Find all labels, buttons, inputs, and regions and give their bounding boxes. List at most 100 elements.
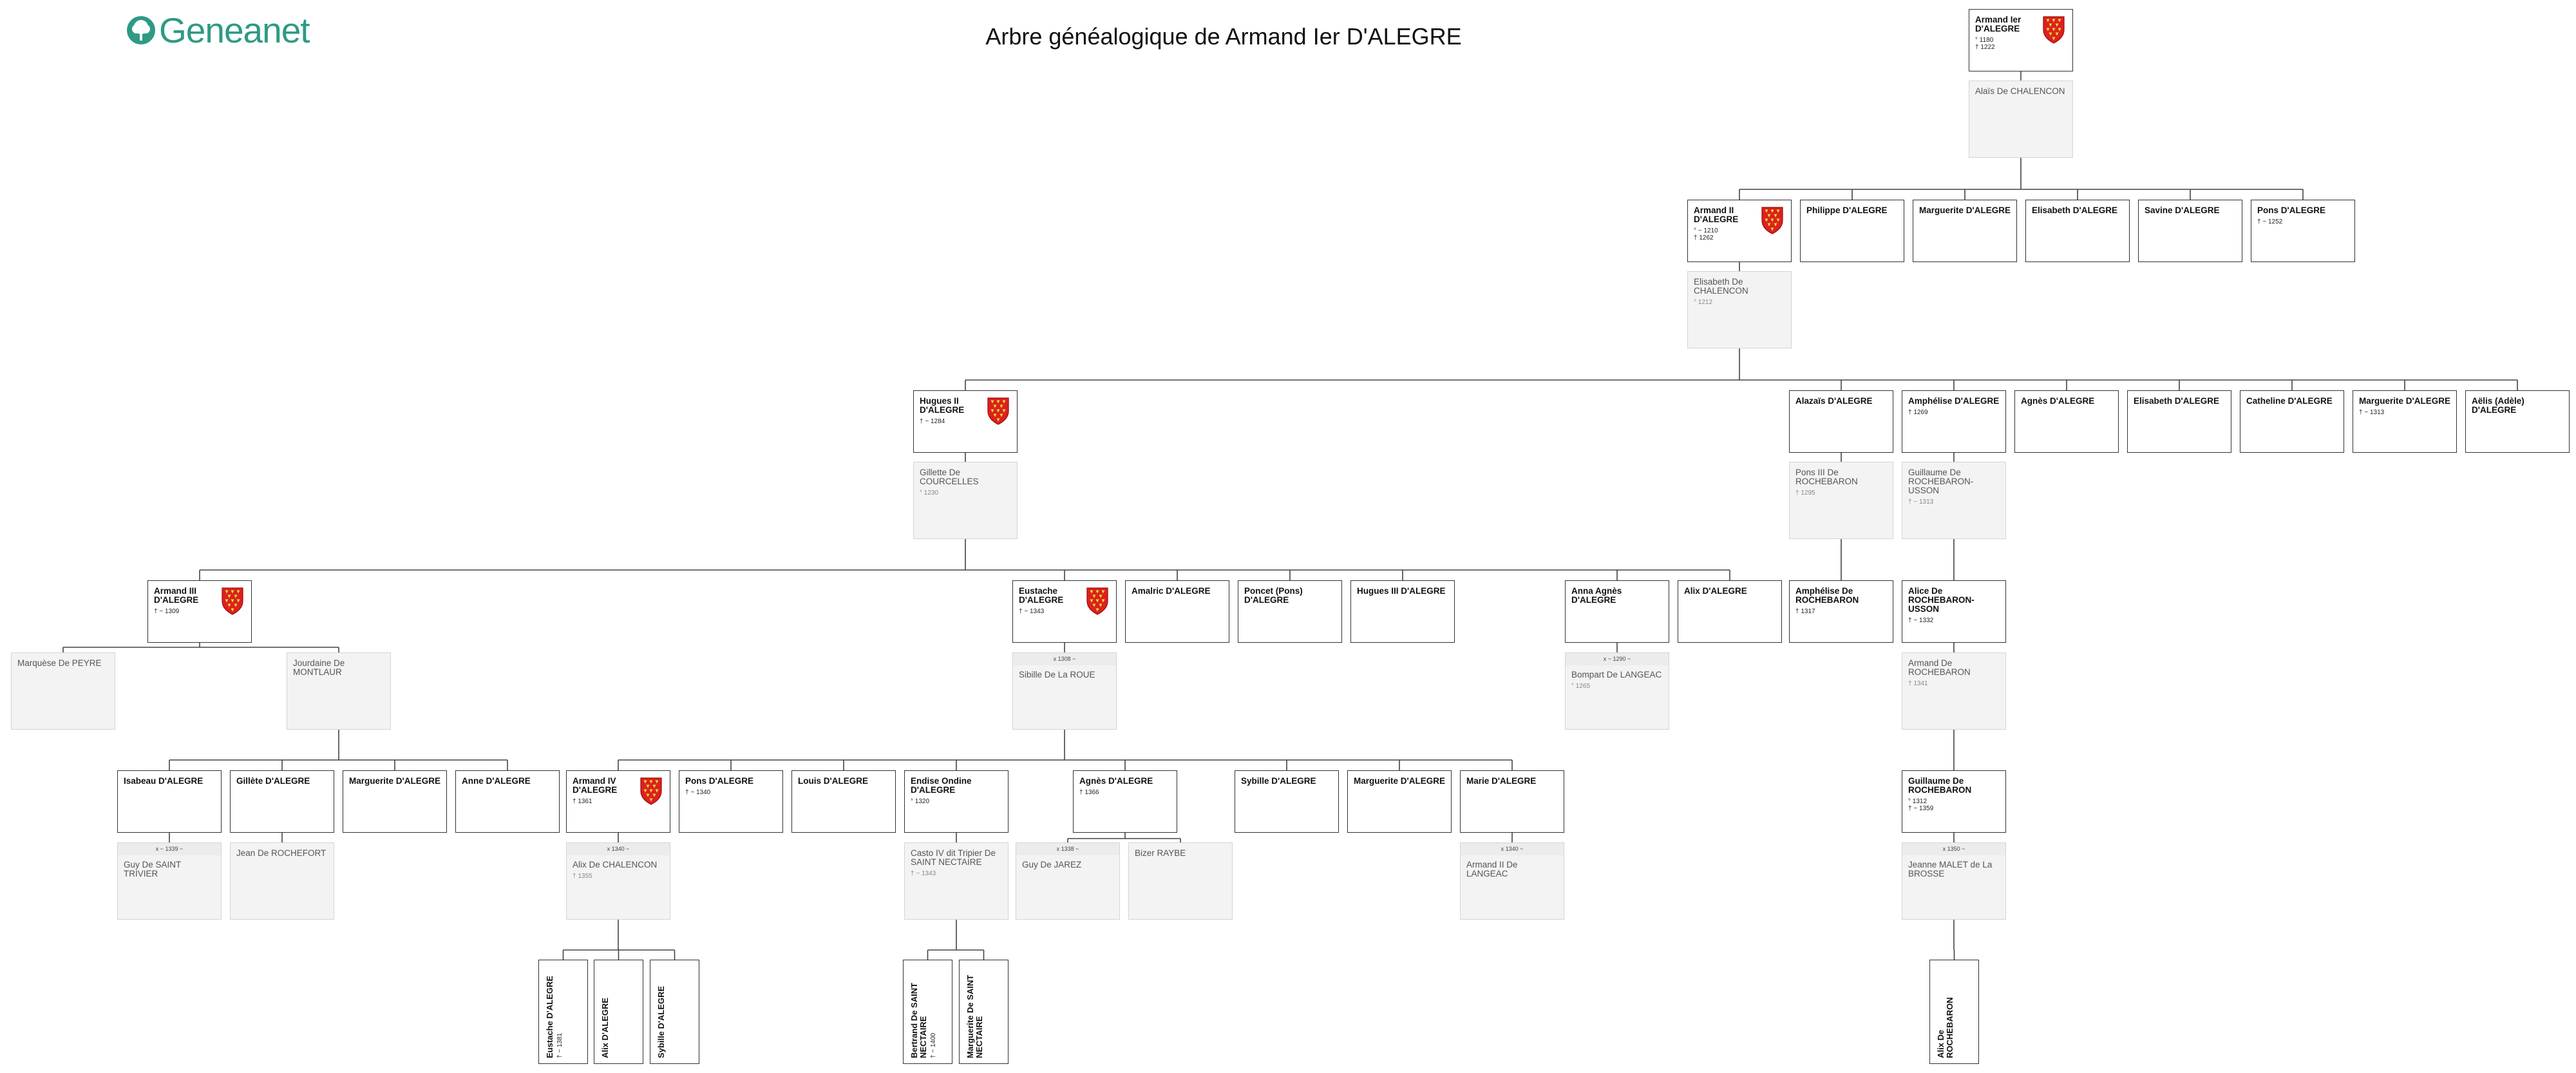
- grandchild-card[interactable]: Alix De ROCHEBARON: [1929, 960, 1979, 1064]
- date-line: † ~ 1359: [1908, 805, 1934, 812]
- person-card[interactable]: Philippe D'ALEGRE: [1800, 200, 1904, 262]
- spouse-card[interactable]: x 1340 ~Armand II De LANGEAC: [1460, 842, 1564, 920]
- spouse-card[interactable]: x 1308 ~Sibille De La ROUE: [1012, 652, 1117, 730]
- person-name: Marguerite D'ALEGRE: [1354, 776, 1445, 786]
- person-card[interactable]: Louis D'ALEGRE: [791, 770, 896, 833]
- person-name: Jeanne MALET de La BROSSE: [1908, 860, 1993, 878]
- spouse-card[interactable]: x 1338 ~Guy De JAREZ: [1016, 842, 1120, 920]
- person-name: Agnès D'ALEGRE: [2021, 396, 2095, 406]
- marriage-date: x ~ 1339 ~: [118, 843, 221, 855]
- person-card[interactable]: Marie D'ALEGRE: [1460, 770, 1564, 833]
- marriage-date: x 1350 ~: [1902, 843, 2005, 855]
- person-name: Isabeau D'ALEGRE: [124, 776, 204, 786]
- spouse-card[interactable]: Bizer RAYBE: [1128, 842, 1233, 920]
- person-dates: † 1269: [1908, 409, 2000, 416]
- person-card[interactable]: Poncet (Pons) D'ALEGRE: [1238, 580, 1342, 643]
- person-name: Marguerite De SAINT NECTAIRE: [965, 974, 984, 1058]
- spouse-card[interactable]: Alaïs De CHALENCON: [1969, 81, 2073, 158]
- date-line: † ~ 1313: [1908, 499, 1934, 506]
- person-card[interactable]: Eustache D'ALEGRE† ~ 1343: [1012, 580, 1117, 643]
- person-dates: † ~ 1332: [1908, 617, 2000, 624]
- spouse-card[interactable]: Marquèse De PEYRE: [11, 652, 115, 730]
- person-card[interactable]: Armand II D'ALEGRE° ~ 1210† 1262: [1687, 200, 1792, 262]
- spouse-card[interactable]: x ~ 1290 ~Bompart De LANGEAC° 1265: [1565, 652, 1669, 730]
- person-card[interactable]: Amphélise D'ALEGRE † 1269: [1902, 390, 2006, 453]
- person-name: Catheline D'ALEGRE: [2246, 396, 2333, 406]
- person-card[interactable]: Anna Agnès D'ALEGRE: [1565, 580, 1669, 643]
- coat-of-arms-icon: [1086, 587, 1108, 615]
- person-name: Armand De ROCHEBARON: [1908, 658, 1971, 677]
- person-card[interactable]: Hugues II D'ALEGRE† ~ 1284: [913, 390, 1018, 453]
- person-name: Sibille De La ROUE: [1019, 670, 1095, 679]
- person-card[interactable]: Alice De ROCHEBARON-USSON† ~ 1332: [1902, 580, 2006, 643]
- person-card[interactable]: Alazaïs D'ALEGRE: [1789, 390, 1893, 453]
- geneanet-logo[interactable]: Geneanet: [126, 8, 310, 53]
- person-card[interactable]: Alix D'ALEGRE: [1678, 580, 1782, 643]
- spouse-card[interactable]: Elisabeth De CHALENCON° 1212: [1687, 271, 1792, 348]
- person-card[interactable]: Guillaume De ROCHEBARON° 1312† ~ 1359: [1902, 770, 2006, 833]
- person-card[interactable]: Isabeau D'ALEGRE: [117, 770, 222, 833]
- grandchild-card[interactable]: Marguerite De SAINT NECTAIRE: [959, 960, 1009, 1064]
- person-name: Guy De SAINT TRIVIER: [124, 860, 182, 878]
- person-dates: ° 1180† 1222: [1975, 37, 2067, 51]
- person-name: Guy De JAREZ: [1022, 860, 1082, 869]
- person-card[interactable]: Hugues III D'ALEGRE: [1350, 580, 1455, 643]
- grandchild-card[interactable]: Sybille D'ALEGRE: [650, 960, 699, 1064]
- person-name: Sybille D'ALEGRE: [656, 985, 666, 1058]
- person-card[interactable]: Marguerite D'ALEGRE: [343, 770, 447, 833]
- person-card[interactable]: Elisabeth D'ALEGRE: [2127, 390, 2231, 453]
- person-card[interactable]: Sybille D'ALEGRE: [1235, 770, 1339, 833]
- person-card[interactable]: Amphélise De ROCHEBARON† 1317: [1789, 580, 1893, 643]
- spouse-card[interactable]: Guillaume De ROCHEBARON-USSON† ~ 1313: [1902, 462, 2006, 539]
- date-line: ° 1212: [1694, 299, 1713, 306]
- spouse-card[interactable]: Jourdaine De MONTLAUR: [287, 652, 391, 730]
- person-card[interactable]: Armand IV D'ALEGRE† 1361: [566, 770, 670, 833]
- person-card[interactable]: Agnès D'ALEGRE† 1366: [1073, 770, 1177, 833]
- person-card[interactable]: Armand III D'ALEGRE† ~ 1309: [147, 580, 252, 643]
- spouse-card[interactable]: x ~ 1339 ~ Guy De SAINT TRIVIER: [117, 842, 222, 920]
- person-name: Gillète D'ALEGRE: [236, 776, 310, 786]
- person-name: Amphélise D'ALEGRE: [1908, 396, 2000, 406]
- person-card[interactable]: Elisabeth D'ALEGRE: [2025, 200, 2130, 262]
- person-card[interactable]: Pons D'ALEGRE† ~ 1252: [2251, 200, 2355, 262]
- person-card[interactable]: Marguerite D'ALEGRE: [1347, 770, 1452, 833]
- person-name: Eustache D'ALEGRE: [545, 975, 554, 1058]
- person-name: Gillette De COURCELLES: [920, 468, 979, 486]
- person-dates: ° 1265: [1571, 683, 1663, 690]
- person-card[interactable]: Anne D'ALEGRE: [455, 770, 560, 833]
- spouse-card[interactable]: Casto IV dit Tripier De SAINT NECTAIRE† …: [904, 842, 1009, 920]
- person-name: Alix D'ALEGRE: [1684, 586, 1747, 596]
- person-card[interactable]: Endise Ondine D'ALEGRE° 1320: [904, 770, 1009, 833]
- date-line: † ~ 1313: [2359, 409, 2385, 416]
- person-card[interactable]: Aëlis (Adèle) D'ALEGRE: [2465, 390, 2570, 453]
- grandchild-card[interactable]: Eustache D'ALEGRE† ~ 1381: [538, 960, 588, 1064]
- spouse-card[interactable]: Armand De ROCHEBARON† 1341: [1902, 652, 2006, 730]
- spouse-card[interactable]: Gillette De COURCELLES° 1230: [913, 462, 1018, 539]
- person-dates: ° 1320: [911, 798, 1002, 805]
- person-card[interactable]: Savine D'ALEGRE: [2138, 200, 2242, 262]
- logo-text: Geneanet: [159, 10, 310, 50]
- date-line: † ~ 1332: [1908, 617, 1934, 624]
- person-card[interactable]: Marguerite D'ALEGRE † ~ 1313: [2353, 390, 2457, 453]
- spouse-card[interactable]: x 1340 ~Alix De CHALENCON† 1355: [566, 842, 670, 920]
- person-name: Marguerite D'ALEGRE: [2359, 396, 2450, 406]
- person-name: Pons D'ALEGRE: [685, 776, 753, 786]
- grandchild-card[interactable]: Alix D'ALEGRE: [594, 960, 643, 1064]
- person-card[interactable]: Armand Ier D'ALEGRE° 1180† 1222: [1969, 9, 2073, 71]
- date-line: ° 1180: [1975, 37, 1994, 44]
- person-card[interactable]: Catheline D'ALEGRE: [2240, 390, 2344, 453]
- person-card[interactable]: Agnès D'ALEGRE: [2014, 390, 2119, 453]
- person-card[interactable]: Amalric D'ALEGRE: [1125, 580, 1229, 643]
- person-dates: † ~ 1284: [920, 418, 1011, 425]
- person-card[interactable]: Gillète D'ALEGRE: [230, 770, 334, 833]
- spouse-card[interactable]: x 1350 ~ Jeanne MALET de La BROSSE: [1902, 842, 2006, 920]
- person-card[interactable]: Pons D'ALEGRE† ~ 1340: [679, 770, 783, 833]
- card-content: Eustache D'ALEGRE† ~ 1381: [545, 968, 564, 1058]
- spouse-card[interactable]: Pons III De ROCHEBARON† 1295: [1789, 462, 1893, 539]
- person-name: Armand IV D'ALEGRE: [573, 776, 618, 795]
- grandchild-card[interactable]: Bertrand De SAINT NECTAIRE† ~ 1400: [903, 960, 952, 1064]
- spouse-card[interactable]: Jean De ROCHEFORT: [230, 842, 334, 920]
- person-dates: † 1317: [1795, 608, 1887, 615]
- person-card[interactable]: Marguerite D'ALEGRE: [1913, 200, 2017, 262]
- person-name: Marguerite D'ALEGRE: [349, 776, 440, 786]
